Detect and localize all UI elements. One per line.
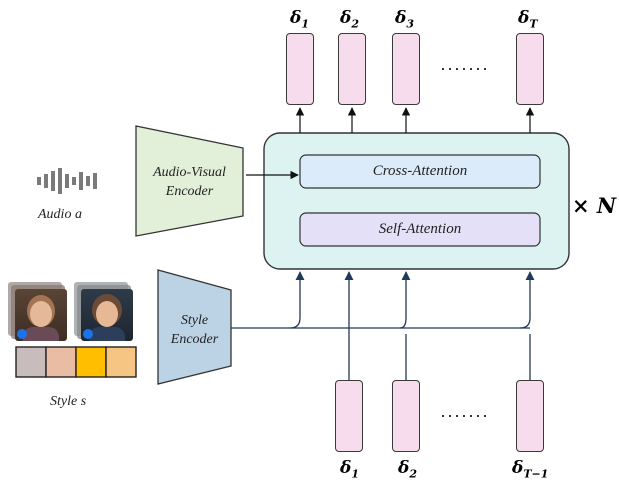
palette-swatch-1 bbox=[15, 346, 47, 378]
audio-visual-encoder-shape bbox=[135, 125, 244, 237]
audio-input-label: Audio a bbox=[38, 207, 82, 222]
style-palette bbox=[15, 346, 137, 378]
input-arrows bbox=[344, 271, 531, 380]
input-label-T-minus-1: δT−1 bbox=[512, 458, 549, 481]
palette-swatch-2 bbox=[45, 346, 77, 378]
input-label-2: δ2 bbox=[398, 458, 417, 481]
output-token-2 bbox=[338, 33, 366, 105]
input-ellipsis: ······· bbox=[440, 405, 489, 425]
output-token-3 bbox=[392, 33, 420, 105]
face-photo-2 bbox=[81, 289, 133, 341]
face-photo-1 bbox=[15, 289, 67, 341]
output-arrows bbox=[295, 107, 535, 133]
output-token-T bbox=[516, 33, 544, 105]
output-token-1 bbox=[286, 33, 314, 105]
style-branch-arrows bbox=[289, 271, 535, 329]
input-token-1 bbox=[335, 380, 363, 452]
output-label-1: δ1 bbox=[290, 8, 309, 31]
self-attention-label: Self-Attention bbox=[378, 221, 462, 237]
play-icon bbox=[17, 329, 27, 339]
repeat-n-label: × N bbox=[572, 193, 617, 218]
input-token-2 bbox=[392, 380, 420, 452]
audio-waveform-icon bbox=[37, 168, 97, 194]
style-encoder-label: Style Encoder bbox=[170, 313, 219, 347]
output-label-T: δT bbox=[518, 8, 538, 31]
cross-attention-box bbox=[299, 154, 541, 189]
palette-swatch-3 bbox=[75, 346, 107, 378]
style-encoder-shape bbox=[157, 269, 232, 385]
input-label-1: δ1 bbox=[340, 458, 359, 481]
cross-attention-label: Cross-Attention bbox=[372, 163, 468, 179]
self-attention-box bbox=[299, 212, 541, 247]
output-ellipsis: ······· bbox=[440, 58, 489, 78]
style-input-label: Style s bbox=[50, 394, 87, 409]
face-photo-stack-2 bbox=[74, 282, 136, 344]
palette-swatch-4 bbox=[105, 346, 137, 378]
audio-visual-encoder-label: Audio-Visual Encoder bbox=[153, 165, 226, 199]
input-token-T-minus-1 bbox=[516, 380, 544, 452]
output-label-3: δ3 bbox=[395, 8, 414, 31]
transformer-block bbox=[263, 132, 570, 270]
face-photo-stack-1 bbox=[8, 282, 70, 344]
play-icon bbox=[83, 329, 93, 339]
output-label-2: δ2 bbox=[340, 8, 359, 31]
